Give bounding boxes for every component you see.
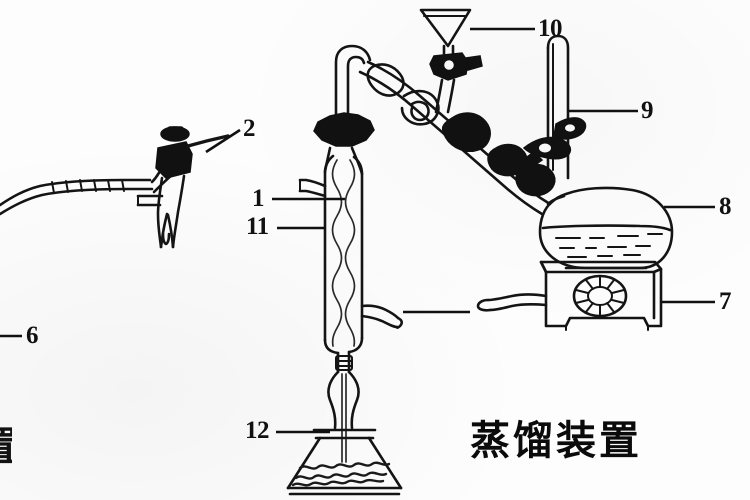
callout-label-2: 2 [243,115,256,142]
figure-title: 蒸馏装置 [470,418,642,464]
callout-label-8: 8 [719,193,732,220]
callout-label-1: 1 [252,185,265,212]
electric-heater [476,260,663,331]
distillation-side-arm-tube [358,60,556,216]
round-bottom-flask [538,186,674,270]
callout-label-9: 9 [641,97,654,124]
stand-clamp-upper [518,117,587,171]
leader-2 [205,128,241,154]
callout-label-10: 10 [538,15,563,42]
callout-label-11: 11 [246,213,269,240]
bulb-condenser [298,44,404,463]
clipped-edge-character: 置 [0,414,12,472]
callout-label-7: 7 [719,288,732,315]
callout-label-6: 6 [26,322,39,349]
burette-stopcock-assembly [136,126,230,249]
dropping-funnel [419,8,483,114]
callout-label-12: 12 [245,417,270,444]
left-tubing-assembly [0,178,154,216]
erlenmeyer-receiver-flask [286,428,403,496]
callout-leader-lines [0,27,715,434]
